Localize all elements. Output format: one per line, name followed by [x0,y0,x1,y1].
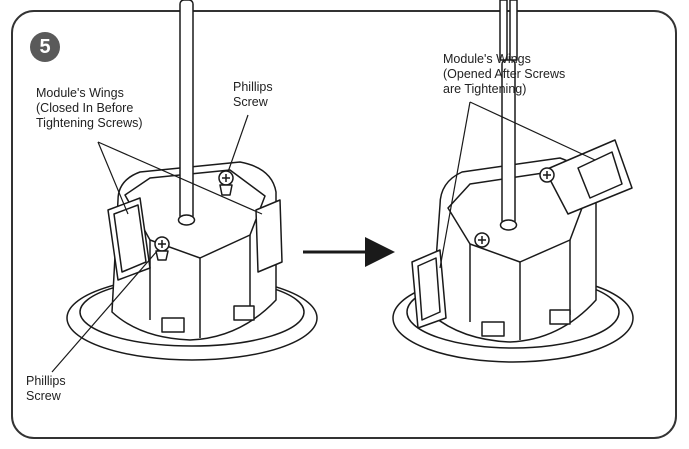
label-line: Phillips [233,80,273,94]
label-left-wings: Module's Wings (Closed In Before Tighten… [36,86,143,131]
label-right-wings: Module's Wings (Opened After Screws are … [443,52,565,97]
left-phillips-screw-top [218,170,234,196]
label-line: are Tightening) [443,82,527,96]
label-left-top-screw: Phillips Screw [233,80,273,110]
left-cable [179,0,194,221]
left-wing-right [255,199,283,273]
right-phillips-screw-top [539,167,555,183]
label-line: Module's Wings [36,86,124,100]
label-line: Screw [233,95,268,109]
right-wing-open [544,139,633,215]
step-number-badge: 5 [30,32,60,62]
label-line: Phillips [26,374,66,388]
label-line: (Closed In Before [36,101,134,115]
left-module-assembly [66,0,318,361]
right-cable-b [509,0,518,61]
label-line: Screw [26,389,61,403]
right-module-assembly [392,0,634,363]
label-line: (Opened After Screws [443,67,566,81]
right-phillips-screw-bottom [474,232,490,248]
left-phillips-screw-bottom [154,236,170,261]
right-cable-a [499,0,508,61]
label-line: Tightening Screws) [36,116,143,130]
label-left-bottom-screw: Phillips Screw [26,374,66,404]
label-line: Module's Wings [443,52,531,66]
leader-lines [51,101,596,373]
